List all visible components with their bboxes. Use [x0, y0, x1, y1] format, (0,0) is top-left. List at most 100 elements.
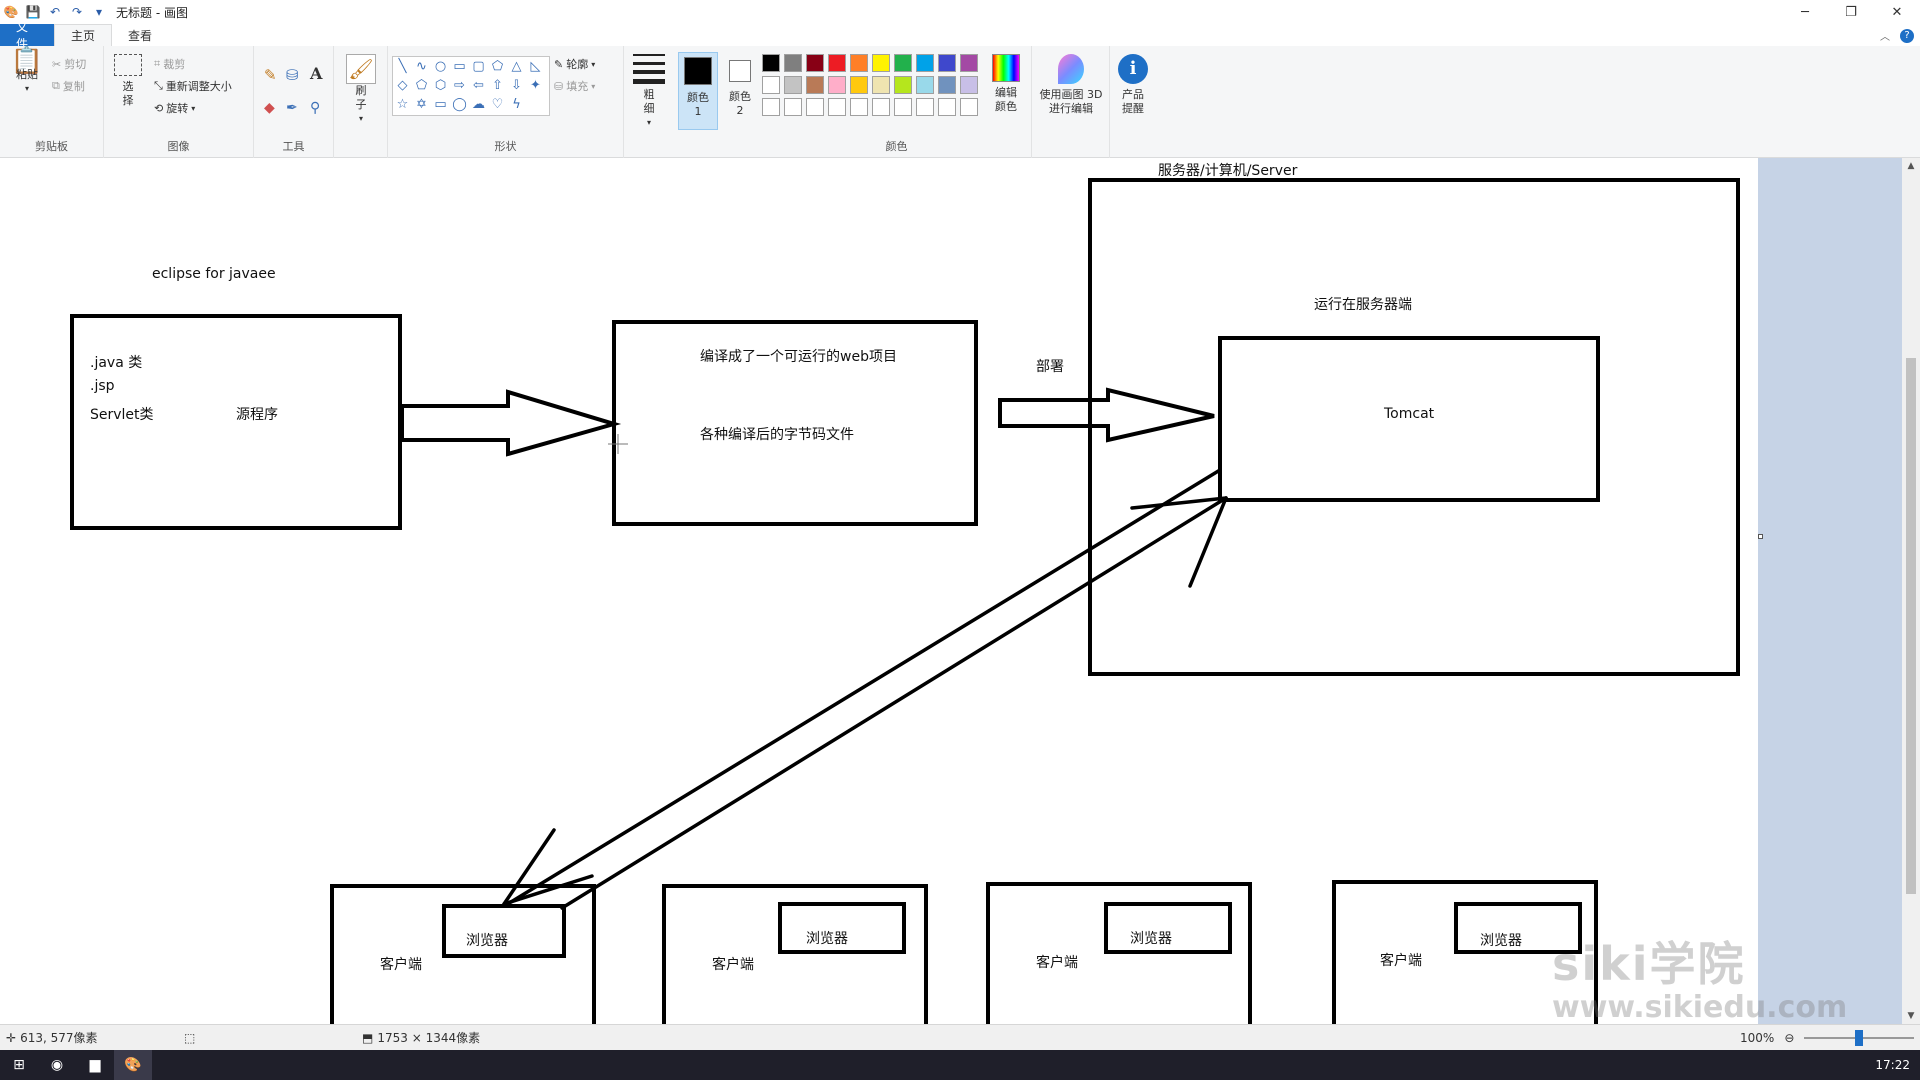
palette-swatch[interactable] — [894, 76, 912, 94]
four-point-star-icon[interactable]: ✦ — [530, 78, 541, 93]
palette-swatch[interactable] — [872, 76, 890, 94]
scroll-down-icon[interactable]: ▼ — [1907, 1011, 1915, 1021]
cloud-callout-icon[interactable]: ☁ — [472, 97, 485, 112]
palette-swatch[interactable] — [850, 54, 868, 72]
line-shape-icon[interactable]: ╲ — [398, 59, 407, 74]
palette-swatch[interactable] — [828, 98, 846, 116]
drawing-canvas[interactable]: 服务器/计算机/Server eclipse for javaee .java … — [0, 158, 1758, 1024]
tab-file[interactable]: 文件 — [0, 20, 54, 51]
undo-icon[interactable]: ↶ — [49, 5, 61, 19]
product-alert-button[interactable]: i 产品提醒 — [1114, 54, 1152, 116]
palette-swatch[interactable] — [762, 98, 780, 116]
palette-swatch[interactable] — [872, 98, 890, 116]
rounded-rectangle-shape-icon[interactable]: ▢ — [472, 59, 485, 74]
palette-swatch[interactable] — [850, 76, 868, 94]
color2-button[interactable]: 颜色 2 — [720, 52, 760, 130]
oval-shape-icon[interactable]: ○ — [434, 59, 447, 74]
outline-button[interactable]: ✎ 轮廓 ▾ — [554, 56, 595, 72]
paste-button[interactable]: 📋 粘贴 ▾ — [10, 48, 44, 96]
palette-swatch[interactable] — [828, 54, 846, 72]
cut-button[interactable]: ✂ 剪切 — [52, 56, 86, 72]
copy-button[interactable]: ⧉ 复制 — [52, 78, 85, 94]
diamond-shape-icon[interactable]: ◇ — [397, 78, 408, 93]
palette-swatch[interactable] — [938, 98, 956, 116]
fill-bucket-icon[interactable]: ⛁ — [286, 66, 299, 84]
file-explorer-taskbar-icon[interactable]: ▆ — [89, 1057, 101, 1073]
resize-button[interactable]: ⤡ 重新调整大小 — [154, 78, 232, 94]
down-arrow-shape-icon[interactable]: ⇩ — [511, 78, 522, 93]
crop-button[interactable]: ⌗ 裁剪 — [154, 56, 185, 72]
palette-swatch[interactable] — [762, 54, 780, 72]
brushes-button[interactable]: 🖌 刷子 ▾ — [342, 54, 380, 126]
rect-callout-icon[interactable]: ▭ — [434, 97, 447, 112]
palette-swatch[interactable] — [894, 54, 912, 72]
redo-icon[interactable]: ↷ — [71, 5, 83, 19]
palette-swatch[interactable] — [806, 76, 824, 94]
palette-swatch[interactable] — [916, 54, 934, 72]
help-icon[interactable]: ? — [1900, 28, 1914, 43]
polygon-shape-icon[interactable]: ⬠ — [491, 59, 504, 74]
five-point-star-icon[interactable]: ☆ — [396, 97, 409, 112]
curve-shape-icon[interactable]: ∿ — [416, 59, 427, 74]
palette-swatch[interactable] — [916, 76, 934, 94]
palette-swatch[interactable] — [938, 76, 956, 94]
edit-colors-button[interactable]: 编辑颜色 — [984, 54, 1028, 114]
pencil-icon[interactable]: ✎ — [264, 66, 277, 84]
heart-shape-icon[interactable]: ♡ — [491, 97, 504, 112]
pentagon-shape-icon[interactable]: ⬠ — [415, 78, 428, 93]
triangle-shape-icon[interactable]: △ — [511, 59, 522, 74]
text-tool-icon[interactable]: A — [310, 64, 323, 83]
canvas-resize-handle[interactable] — [1758, 534, 1763, 539]
left-arrow-shape-icon[interactable]: ⇦ — [473, 78, 484, 93]
size-button[interactable]: 粗细 ▾ — [632, 54, 666, 130]
palette-swatch[interactable] — [762, 76, 780, 94]
right-arrow-shape-icon[interactable]: ⇨ — [454, 78, 465, 93]
up-arrow-shape-icon[interactable]: ⇧ — [492, 78, 503, 93]
collapse-ribbon-icon[interactable]: ︿ — [1880, 32, 1890, 43]
start-button[interactable]: ⊞ — [13, 1057, 25, 1073]
palette-swatch[interactable] — [806, 54, 824, 72]
palette-swatch[interactable] — [894, 98, 912, 116]
chrome-taskbar-icon[interactable]: ◉ — [50, 1057, 64, 1073]
magnifier-icon[interactable]: ⚲ — [310, 100, 321, 116]
eraser-icon[interactable]: ◆ — [264, 100, 275, 116]
palette-swatch[interactable] — [850, 98, 868, 116]
close-button[interactable]: ✕ — [1891, 4, 1903, 20]
palette-swatch[interactable] — [960, 54, 978, 72]
zoom-slider-thumb[interactable] — [1855, 1029, 1864, 1046]
select-button[interactable]: 选择 — [112, 54, 144, 108]
customize-quick-access-icon[interactable]: ▾ — [95, 5, 103, 19]
hexagon-shape-icon[interactable]: ⬡ — [434, 78, 447, 93]
scrollbar-thumb[interactable] — [1906, 358, 1916, 894]
palette-swatch[interactable] — [960, 98, 978, 116]
palette-swatch[interactable] — [916, 98, 934, 116]
palette-swatch[interactable] — [960, 76, 978, 94]
palette-swatch[interactable] — [784, 76, 802, 94]
scroll-up-icon[interactable]: ▲ — [1907, 161, 1915, 171]
zoom-slider[interactable] — [1804, 1029, 1915, 1046]
palette-swatch[interactable] — [784, 54, 802, 72]
palette-swatch[interactable] — [938, 54, 956, 72]
restore-button[interactable]: ❐ — [1845, 4, 1857, 20]
palette-swatch[interactable] — [872, 54, 890, 72]
save-icon[interactable]: 💾 — [25, 5, 41, 19]
tab-view[interactable]: 查看 — [128, 28, 153, 43]
color-picker-icon[interactable]: ✒ — [286, 100, 298, 116]
six-point-star-icon[interactable]: ✡ — [416, 97, 427, 112]
zoom-out-icon[interactable]: ⊖ — [1784, 1030, 1795, 1045]
vertical-scrollbar[interactable]: ▲ ▼ — [1902, 158, 1920, 1024]
color1-button[interactable]: 颜色 1 — [678, 52, 718, 130]
tab-home[interactable]: 主页 — [54, 24, 113, 46]
right-triangle-shape-icon[interactable]: ◺ — [530, 59, 541, 74]
oval-callout-icon[interactable]: ◯ — [452, 97, 467, 112]
lightning-shape-icon[interactable]: ϟ — [512, 97, 521, 112]
palette-swatch[interactable] — [828, 76, 846, 94]
paint-taskbar-icon[interactable]: 🎨 — [114, 1050, 152, 1080]
edit-with-paint3d-button[interactable]: 使用画图 3D 进行编辑 — [1034, 54, 1108, 116]
rectangle-shape-icon[interactable]: ▭ — [453, 59, 466, 74]
fill-button[interactable]: ⛁ 填充 ▾ — [554, 78, 595, 94]
palette-swatch[interactable] — [784, 98, 802, 116]
rotate-button[interactable]: ⟲ 旋转 ▾ — [154, 100, 195, 116]
minimize-button[interactable]: ─ — [1801, 4, 1809, 20]
palette-swatch[interactable] — [806, 98, 824, 116]
